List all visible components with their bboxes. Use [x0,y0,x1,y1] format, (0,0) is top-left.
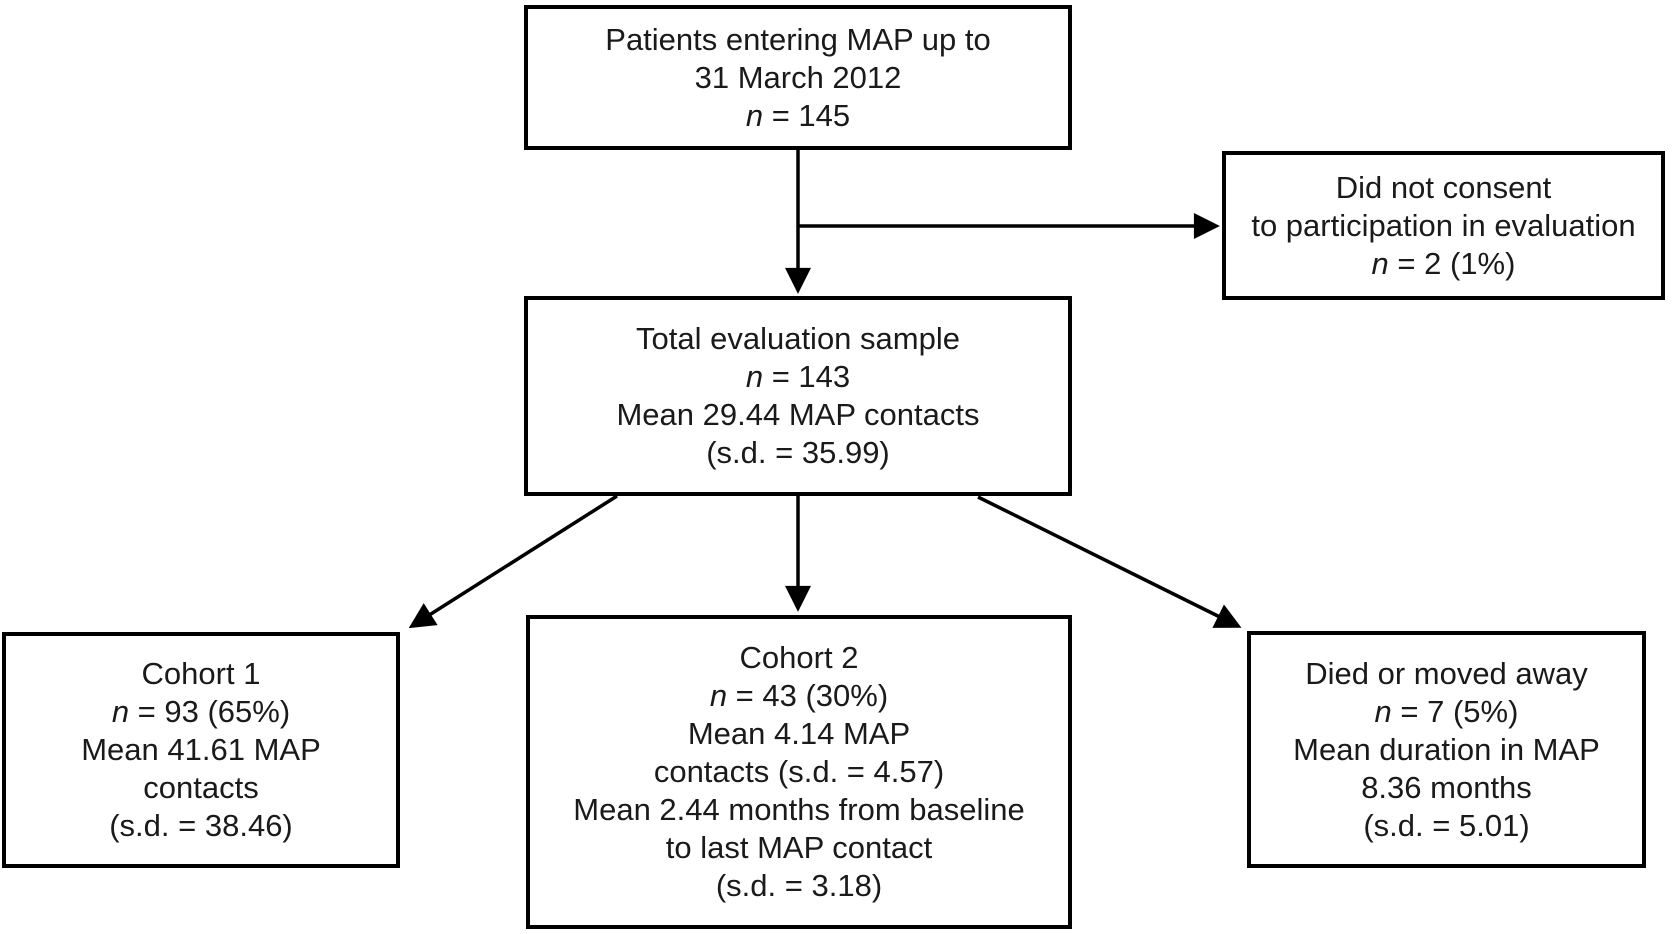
box-text-line: Mean 4.14 MAP [687,716,911,751]
box-text-line: Total evaluation sample [636,321,960,356]
box-text-line: (s.d. = 35.99) [706,435,890,470]
box-cohort-1: Cohort 1 n = 93 (65%) Mean 41.61 MAP con… [2,632,400,868]
sample-size-line: n = 2 (1%) [1371,245,1516,281]
box-text-line: (s.d. = 5.01) [1363,807,1530,843]
box-text-line: (s.d. = 38.46) [109,808,293,843]
arrow-total-to-cohort1 [408,494,618,629]
box-text-line: contacts (s.d. = 4.57) [653,754,945,789]
box-text-line: (s.d. = 3.18) [715,868,883,903]
box-text-line: Died or moved away [1305,655,1588,691]
box-patients-entering-map: Patients entering MAP up to 31 March 201… [524,5,1072,150]
sample-size-line: n = 145 [745,97,851,133]
sample-size-line: n = 43 (30%) [709,678,889,713]
box-total-evaluation-sample: Total evaluation sample n = 143 Mean 29.… [524,296,1072,496]
box-text-line: Cohort 2 [739,640,859,675]
arrow-total-to-died [977,495,1242,628]
box-text-line: Mean 29.44 MAP contacts [616,397,980,432]
box-text-line: to participation in evaluation [1251,207,1636,243]
box-text-line: Mean 41.61 MAP [81,732,321,767]
box-text-line: 31 March 2012 [694,59,902,95]
box-text-line: Patients entering MAP up to [605,21,991,57]
box-did-not-consent: Did not consent to participation in eval… [1222,151,1665,300]
sample-size-line: n = 7 (5%) [1374,693,1519,729]
box-text-line: to last MAP contact [665,830,933,865]
box-text-line: Mean 2.44 months from baseline [573,792,1025,827]
box-text-line: contacts [143,770,259,805]
sample-size-line: n = 93 (65%) [111,694,291,729]
box-cohort-2: Cohort 2 n = 43 (30%) Mean 4.14 MAP cont… [526,615,1072,929]
box-text-line: Mean duration in MAP [1293,731,1600,767]
box-text-line: 8.36 months [1361,769,1532,805]
sample-size-line: n = 143 [745,359,851,394]
box-died-or-moved-away: Died or moved away n = 7 (5%) Mean durat… [1247,631,1646,868]
box-text-line: Cohort 1 [141,656,261,691]
box-text-line: Did not consent [1335,169,1552,205]
